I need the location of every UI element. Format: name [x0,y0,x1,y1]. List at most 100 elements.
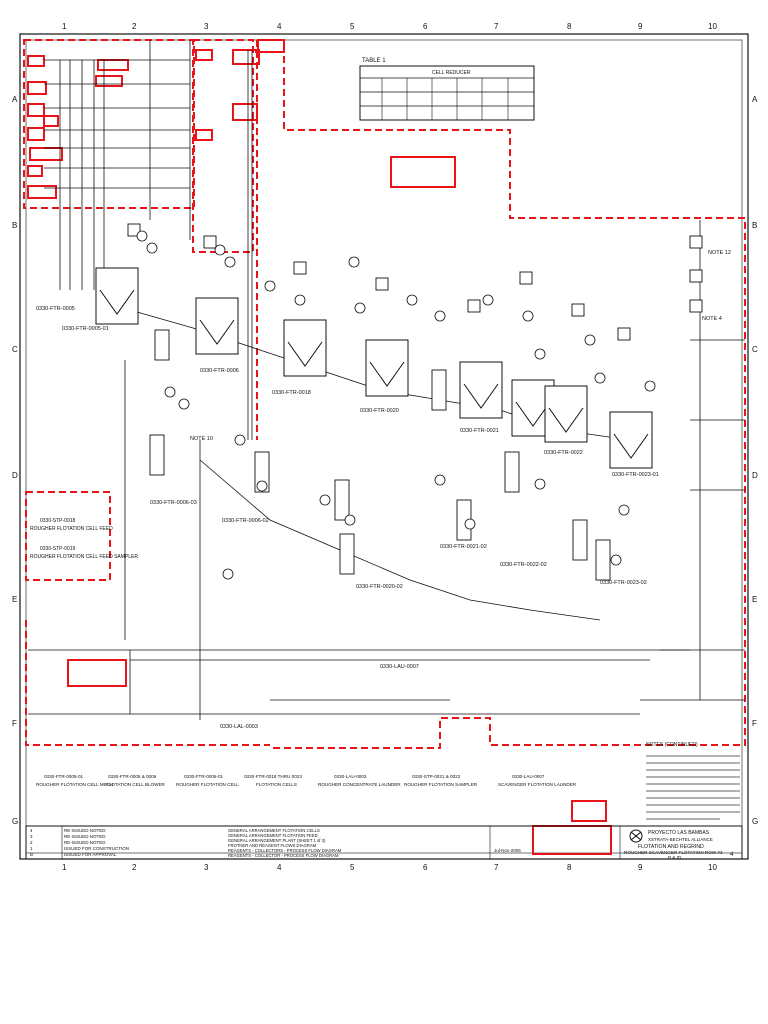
motor-4 [375,277,389,291]
motor-11 [689,299,703,313]
col-4: 4 [277,22,282,31]
bottom-ref-7-name: SCAVENGER FLOTATION LAUNDER [498,782,577,787]
col-7: 7 [494,22,499,31]
flotation-cell-3-internal [287,341,323,367]
side-box-1-name: ROUGHER FLOTATION CELL FEED [30,526,113,532]
motor-8 [617,327,631,341]
instrument-bubble-11 [482,294,494,306]
col-1: 1 [62,22,67,31]
rev-row-3-rev: 2 [30,840,33,845]
ref-4: FROTHER AND REAGENT FLOWS DIAGRAM [228,843,317,848]
bottom-ref-3-tag: 0330-FTR-0006-01 [184,774,224,779]
instrument-bubble-13 [534,348,546,360]
redact-l9 [195,49,213,61]
rev-row-5-desc: ISSUED FOR APPROVAL [64,852,117,857]
tag-ftr-0020-02: 0330-FTR-0020-02 [356,584,403,590]
ref-6: REAGENTS - COLLECTOR - PROCESS FLOW DIAG… [228,853,339,858]
instrument-bubble-20 [256,480,268,492]
side-box-1-tag: 0330-STP-0018 [40,518,76,524]
instrument-bubble-12 [522,310,534,322]
alliance-logo [629,829,643,843]
notes-title: NOTES (CONTINUED) [646,742,698,748]
motors [127,223,703,341]
motor-1 [127,223,141,237]
col-1-bottom: 1 [62,863,67,872]
redact-4 [232,49,260,65]
notes-lines [646,755,740,820]
bottom-ref-4-tag: 0330-FTR-0018 THRU 0023 [244,774,302,779]
col-7-bottom: 7 [494,863,499,872]
note-10: NOTE 10 [190,436,213,442]
redact-9 [571,800,607,822]
tag-ftr-0020: 0330-FTR-0020 [360,408,399,414]
row-D-right: D [752,471,758,480]
note-12: NOTE 12 [708,250,731,256]
row-B: B [12,221,17,230]
col-6-bottom: 6 [423,863,428,872]
tag-ftr-0006-03: 0330-FTR-0006-03 [150,500,197,506]
instrument-bubble-21 [319,494,331,506]
row-C: C [12,345,18,354]
instrument-bubbles [136,230,656,580]
bottom-ref-2-tag: 0330-FTR-0005 & 0006 [108,774,157,779]
tag-ftr-0005-01: 0330-FTR-0005-01 [62,326,109,332]
instrument-bubble-22 [344,514,356,526]
process-line-31 [199,459,601,621]
flotation-cell-4-internal [369,361,405,387]
flotation-cell-5-internal [463,383,499,409]
red-region-bottom-left [25,620,270,746]
flotation-cell-8 [609,411,653,469]
table-1-frame [359,65,535,121]
col-3: 3 [204,22,209,31]
flotation-cell-3 [283,319,327,377]
redact-l3 [27,103,45,117]
col-8-bottom: 8 [567,863,572,872]
col-6: 6 [423,22,428,31]
motor-6 [519,271,533,285]
tag-ftr-0021: 0330-FTR-0021 [460,428,499,434]
flotation-cell-1 [95,267,139,325]
table-1-title: TABLE 1 [362,58,386,64]
tag-ftr-0018: 0330-FTR-0018 [272,390,311,396]
col-3-bottom: 3 [204,863,209,872]
vessel-7 [595,539,611,581]
motor-2 [203,235,217,249]
instrument-bubble-10 [434,310,446,322]
project-name: PROYECTO LAS BAMBAS [648,830,710,836]
bottom-ref-4-name: FLOTATION CELLS [256,782,297,787]
flotation-cell-5 [459,361,503,419]
ref-5: REAGENTS - COLLECTORS - PROCESS FLOW DIA… [228,848,342,853]
rev-row-1-desc: RE-ISSUED NOTED [64,828,106,833]
instrument-bubble-19 [234,434,246,446]
flotation-cell-3-body [283,319,327,377]
table-1: TABLE 1 CELL REDUCER [359,58,535,121]
instrument-bubble-4 [224,256,236,268]
row-letters-right: A B C D E F G [752,95,758,826]
drawing-title-1: FLOTATION AND REGRIND [638,844,704,850]
rev-row-3-desc: RE-ISSUED NOTED [64,840,106,845]
flotation-cells [95,267,653,469]
redact-l7 [27,185,57,199]
col-5-bottom: 5 [350,863,355,872]
tag-ftr-0005: 0330-FTR-0005 [36,306,75,312]
vessel-1 [149,434,165,476]
ref-2: GENERAL ARRANGEMENT FLOTATION FEED [228,833,318,838]
row-F-right: F [752,719,757,728]
drawing-title-2: ROUGHER SCAVENGER FLOTATION ROW #3 [624,850,723,855]
redact-l4 [27,127,45,141]
col-4-bottom: 4 [277,863,282,872]
side-box-2-name: ROUGHER FLOTATION CELL FEED SAMPLER [30,554,138,560]
title-block: 4 RE-ISSUED NOTED 3 RE-ISSUED NOTED 2 RE… [25,825,743,860]
flotation-cell-7 [544,385,588,443]
row-letters-left: A B C D E F G [12,95,18,826]
instrument-bubble-8 [354,302,366,314]
instrument-bubble-15 [594,372,606,384]
flotation-cell-8-body [609,411,653,469]
motor-7 [571,303,585,317]
motor-5 [467,299,481,313]
instrument-bubble-23 [434,474,446,486]
col-8: 8 [567,22,572,31]
flotation-cell-7-body [544,385,588,443]
equipment-labels: 0330-FTR-0005 0330-FTR-0005-01 0330-FTR-… [36,250,731,730]
col-10: 10 [708,22,717,31]
